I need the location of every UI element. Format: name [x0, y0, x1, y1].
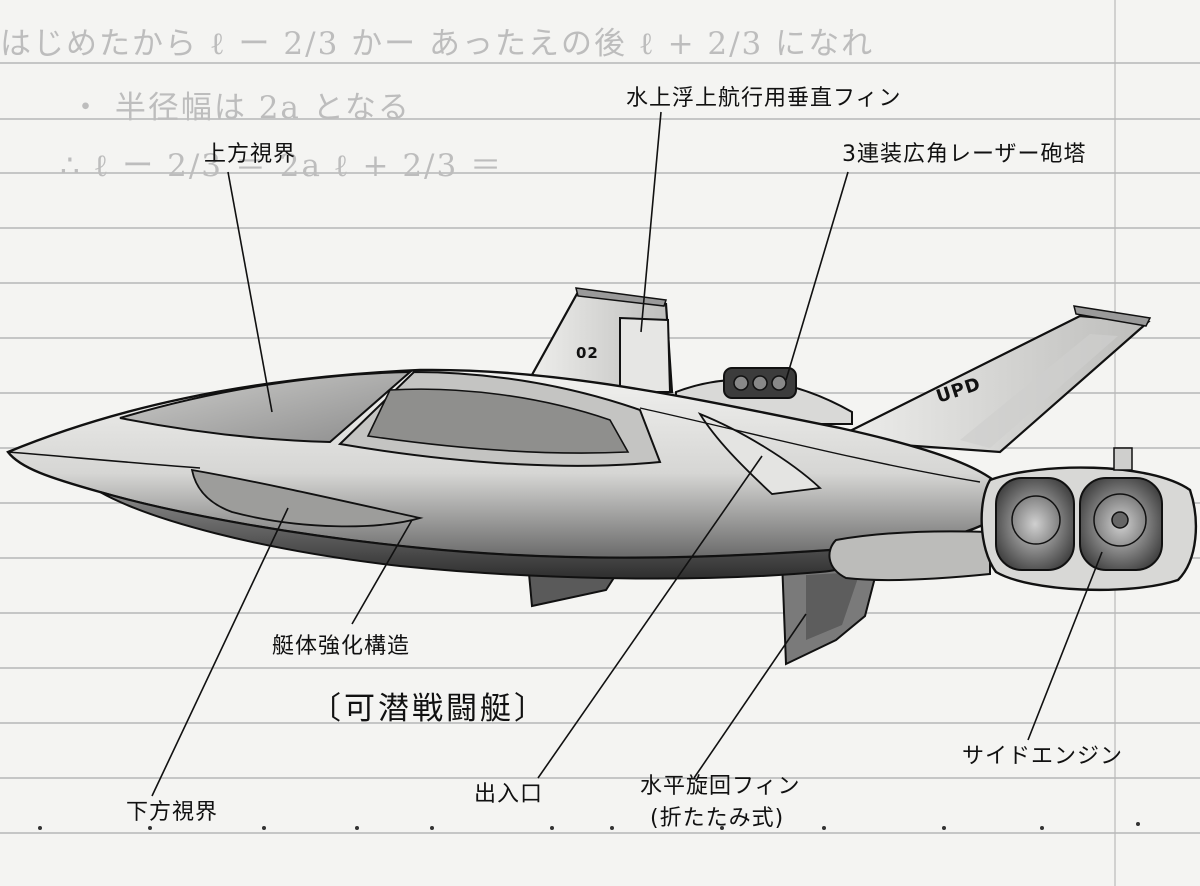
ghost-note-3: ∴ ℓ ー 2/3 ＝ 2a ℓ + 2/3 ＝ — [60, 148, 504, 184]
label-side-engine: サイドエンジン — [962, 744, 1124, 769]
side-engine — [828, 447, 1198, 592]
label-vertical-fin: 水上浮上航行用垂直フィン — [626, 86, 902, 111]
main-hull — [6, 368, 1012, 580]
fin-number: 02 — [576, 344, 599, 362]
label-hull-structure: 艇体強化構造 — [272, 634, 411, 659]
ruled-line — [0, 282, 1200, 284]
binder-dot — [1136, 822, 1140, 826]
binder-dot — [550, 826, 554, 830]
label-horizontal-fin-note: (折たたみ式) — [650, 806, 785, 831]
ruled-line — [0, 777, 1200, 779]
label-horizontal-fin: 水平旋回フィン — [640, 774, 801, 799]
ruled-line — [0, 118, 1200, 120]
vertical-fin — [526, 287, 674, 394]
label-lower-view: 下方視界 — [126, 800, 219, 825]
binder-dot — [720, 826, 724, 830]
binder-dot — [430, 826, 434, 830]
ruled-line — [0, 62, 1200, 64]
binder-dot — [1040, 826, 1044, 830]
margin-line — [1114, 0, 1116, 886]
ruled-line — [0, 172, 1200, 174]
ghost-note-2: ・ 半径幅は 2a となる — [70, 90, 411, 126]
label-upper-view: 上方視界 — [204, 142, 297, 167]
rear-ventral-fin — [780, 556, 882, 666]
ruled-line — [0, 667, 1200, 669]
label-hatch: 出入口 — [474, 782, 544, 807]
ruled-line — [0, 227, 1200, 229]
binder-dot — [355, 826, 359, 830]
binder-dot — [942, 826, 946, 830]
drawing-title: 〔可潜戦闘艇〕 — [310, 691, 548, 727]
binder-dot — [148, 826, 152, 830]
binder-dot — [610, 826, 614, 830]
ghost-note-1: はじめたから ℓ ー 2/3 かー あったえの後 ℓ + 2/3 になれ — [0, 26, 875, 62]
ruled-line — [0, 612, 1200, 614]
binder-dot — [38, 826, 42, 830]
ruled-line — [0, 832, 1200, 834]
binder-dot — [822, 826, 826, 830]
label-laser-turret: 3連装広角レーザー砲塔 — [842, 142, 1087, 167]
leader-lines — [151, 111, 1103, 797]
binder-dot — [262, 826, 266, 830]
ruled-line — [0, 722, 1200, 724]
swept-wing — [827, 305, 1152, 454]
